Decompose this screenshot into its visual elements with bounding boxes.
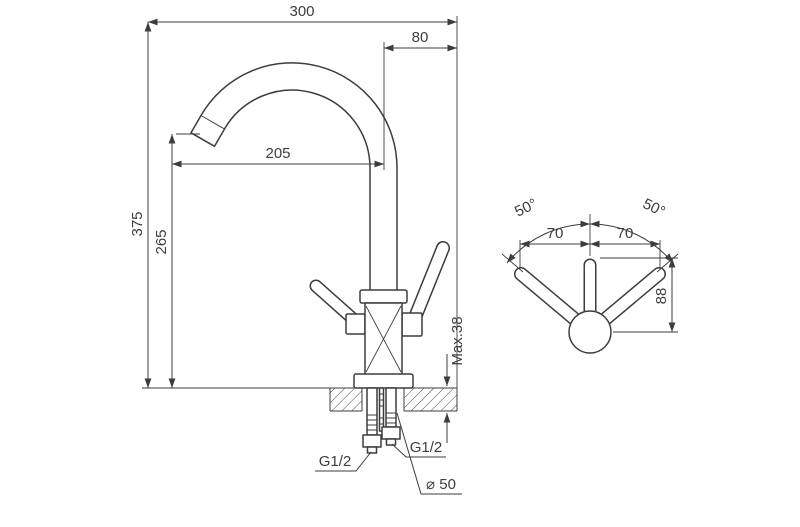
right-handle-lever <box>409 241 450 322</box>
dim-label-spout-height: 265 <box>153 229 170 254</box>
leader-g12-right <box>391 443 446 458</box>
spout-outline <box>190 62 398 293</box>
top-right-handle <box>596 267 666 328</box>
left-handle-base <box>345 313 366 335</box>
dim-label-spout-reach: 205 <box>265 145 290 162</box>
left-lever-fill <box>311 281 357 323</box>
top-left-handle-fill <box>515 268 583 327</box>
countertop-outline <box>329 387 458 412</box>
dim-label-overall-height: 375 <box>129 211 146 236</box>
hose-left <box>366 387 378 436</box>
supply-connections <box>362 387 401 454</box>
dim-label-hole-diameter: ⌀ 50 <box>426 476 456 493</box>
countertop-hatch-right <box>404 388 457 411</box>
hose-right-nut <box>381 426 401 440</box>
dim-label-deck-max: Max.38 <box>449 316 466 365</box>
leader-hole-diameter <box>396 412 462 495</box>
dim-label-offset-left: 70 <box>547 225 564 242</box>
spout-tip-joint-line <box>200 115 225 130</box>
left-handle-axis-extension <box>501 253 524 273</box>
top-left-handle <box>514 267 584 328</box>
dim-label-offset-right: 70 <box>617 225 634 242</box>
stud-thread-ticks <box>379 393 384 425</box>
right-handle-axis-extension <box>656 253 679 273</box>
dim-label-thread-left: G1/2 <box>319 453 352 470</box>
angle-arc-left <box>506 220 591 264</box>
dim-label-angle-left: 50° <box>512 195 540 220</box>
countertop-hatch-left <box>330 388 362 411</box>
body-collar <box>359 289 408 304</box>
left-handle-lever <box>309 279 359 325</box>
hose-left-ticks <box>367 414 377 431</box>
dim-label-thread-right: G1/2 <box>410 439 443 456</box>
top-right-handle-fill <box>597 268 665 327</box>
top-view: 50° 50° 70 70 88 <box>501 195 679 354</box>
top-body-circle <box>568 310 612 354</box>
leader-g12-left <box>315 451 372 472</box>
right-handle-base <box>401 312 423 337</box>
countertop <box>329 387 458 412</box>
dim-label-overall-width: 300 <box>289 3 314 20</box>
hose-right-ticks <box>386 412 396 424</box>
dim-label-spout-to-edge: 80 <box>412 29 429 46</box>
dim-label-angle-right: 50° <box>640 195 668 220</box>
hose-right <box>385 387 397 428</box>
dim-label-spout-depth: 88 <box>653 288 670 305</box>
front-view: 300 80 205 375 265 Max.38 G1/2 G1/2 ⌀ 50 <box>129 3 466 495</box>
body-joint-lines <box>365 305 402 373</box>
hose-left-tip <box>366 446 378 454</box>
right-lever-fill <box>410 242 449 321</box>
hose-left-nut <box>362 434 382 448</box>
angle-arc-right <box>589 220 674 264</box>
body-base-flange <box>353 373 414 389</box>
hose-right-tip <box>385 438 397 446</box>
